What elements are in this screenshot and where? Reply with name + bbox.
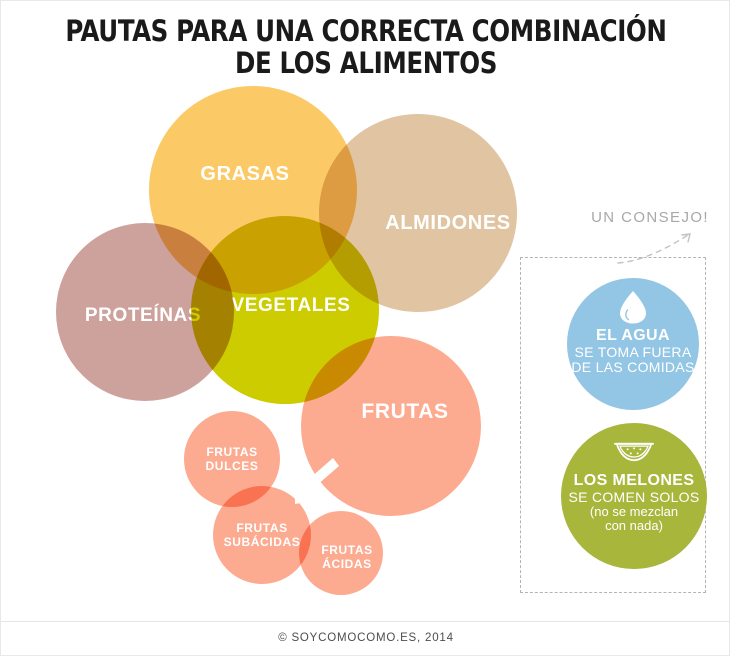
frutas-dulces-line-2: DULCES: [205, 459, 259, 473]
circle-label-frutas-acidas: FRUTAS ÁCIDAS: [321, 543, 372, 571]
circle-label-almidones: ALMIDONES: [385, 211, 511, 234]
bubble-agua-title: EL AGUA: [596, 327, 670, 344]
frutas-dulces-line-1: FRUTAS: [206, 445, 258, 459]
bubble-agua-line-2: SE TOMA FUERA: [574, 344, 692, 360]
advice-panel: UN CONSEJO! EL AGUA SE TOMA FUERA DE LAS…: [506, 201, 721, 601]
circle-label-vegetales: VEGETALES: [231, 295, 351, 316]
bubble-los-melones: LOS MELONES SE COMEN SOLOS (no se mezcla…: [561, 423, 707, 569]
water-drop-icon: [620, 291, 646, 324]
page-title-line-2: DE LOS ALIMENTOS: [235, 46, 497, 80]
circle-label-frutas-dulces: FRUTAS DULCES: [206, 445, 259, 473]
bubble-melones-note-2: con nada): [605, 518, 663, 533]
watermelon-icon: [614, 442, 654, 462]
circle-label-frutas: FRUTAS: [361, 400, 449, 423]
frutas-subacidas-line-1: FRUTAS: [236, 521, 288, 535]
bubble-agua-line-3: DE LAS COMIDAS: [571, 359, 695, 375]
bubble-melones-line-2: SE COMEN SOLOS: [568, 489, 700, 505]
venn-diagram: ALMIDONES GRASAS PROTEÍNAS FRUTAS VEGETA…: [1, 1, 521, 621]
frutas-acidas-line-2: ÁCIDAS: [322, 557, 372, 571]
dashed-pointer-icon: [617, 233, 691, 264]
footer-credit: © SOYCOMOCOMO.ES, 2014: [278, 632, 454, 644]
footer-divider: [1, 621, 730, 622]
circle-frutas-acidas: FRUTAS ÁCIDAS: [299, 511, 383, 595]
frutas-acidas-line-1: FRUTAS: [321, 543, 373, 557]
page-title-line-1: PAUTAS PARA UNA CORRECTA COMBINACIÓN: [65, 14, 667, 48]
circle-label-grasas: GRASAS: [200, 162, 290, 185]
advice-dashed-box: EL AGUA SE TOMA FUERA DE LAS COMIDAS LOS…: [520, 257, 707, 593]
bubble-melones-title: LOS MELONES: [573, 472, 695, 489]
frutas-subacidas-line-2: SUBÁCIDAS: [223, 535, 301, 549]
bubble-el-agua: EL AGUA SE TOMA FUERA DE LAS COMIDAS: [567, 278, 699, 410]
circle-vegetales: VEGETALES: [191, 216, 379, 404]
page-title: PAUTAS PARA UNA CORRECTA COMBINACIÓN DE …: [23, 15, 709, 79]
circle-label-frutas-subacidas: FRUTAS SUBÁCIDAS: [224, 521, 301, 549]
circle-label-proteinas: PROTEÍNAS: [84, 305, 202, 326]
advice-heading: UN CONSEJO!: [591, 209, 709, 226]
circle-frutas-subacidas: FRUTAS SUBÁCIDAS: [213, 486, 311, 584]
bubble-melones-note-1: (no se mezclan: [589, 504, 679, 519]
